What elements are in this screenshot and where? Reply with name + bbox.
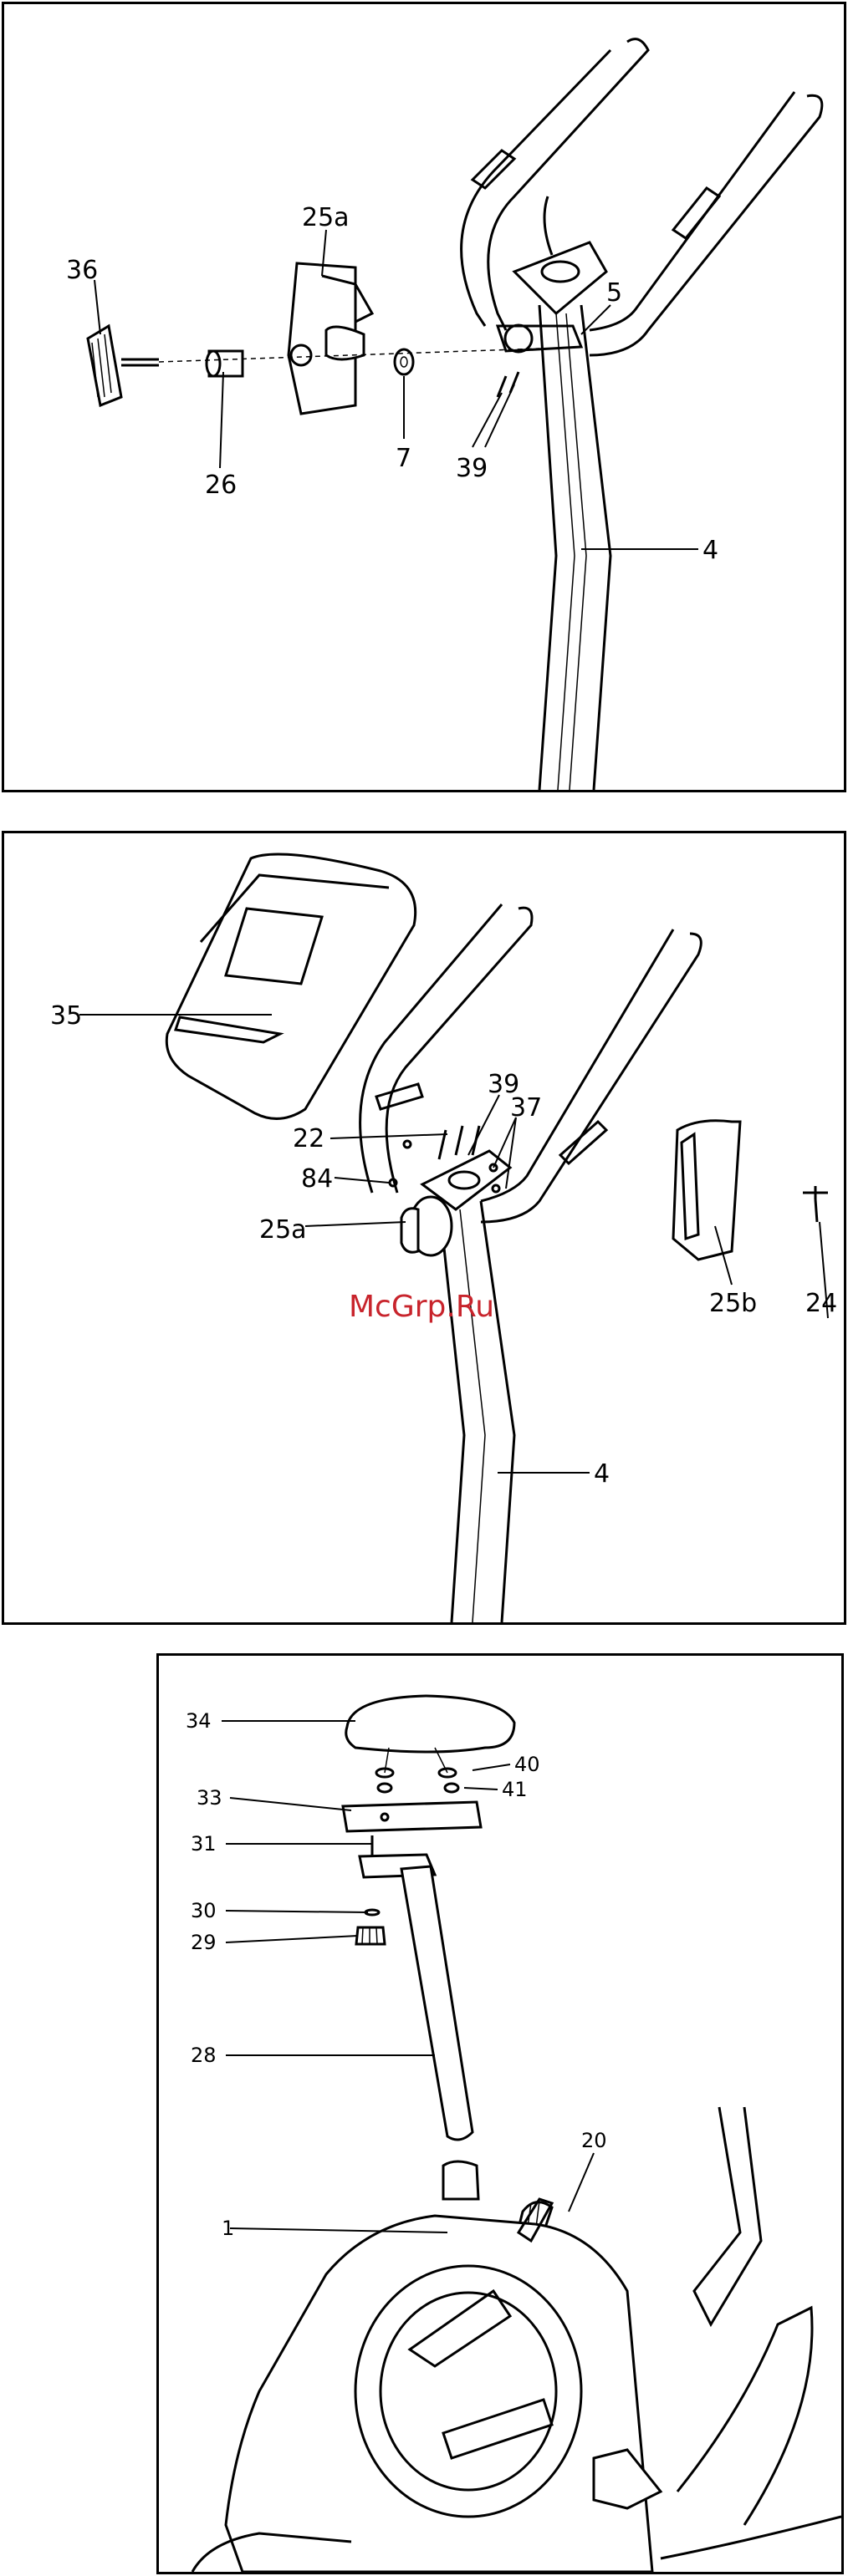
handlebar-left [386,908,532,1193]
label-5: 5 [606,278,622,308]
assembly-step-console: 35 39 37 22 84 25a 25b 24 4 McGrp.Ru [2,831,846,1625]
label-26: 26 [205,471,237,500]
handlebar-grip-right [673,188,719,238]
label-4: 4 [594,1459,610,1489]
label-7: 7 [396,444,411,473]
handlebar-knob-diagram: 36 25a 26 7 5 39 4 [4,4,844,790]
label-24: 24 [805,1289,837,1318]
handlebar-grip-left [473,150,514,188]
label-28: 28 [191,2044,217,2067]
label-20: 20 [581,2129,607,2152]
seat-assembly-diagram: 34 40 33 41 31 30 29 28 20 1 [159,1656,841,2572]
label-4: 4 [702,536,718,565]
label-22: 22 [293,1124,324,1153]
console-35 [166,854,415,1118]
label-39: 39 [456,454,488,483]
label-36: 36 [66,256,98,285]
mounting-bracket [514,242,606,313]
frame-upright [694,2107,761,2324]
label-31: 31 [191,1832,217,1856]
label-29: 29 [191,1931,217,1954]
label-35: 35 [50,1001,82,1031]
seat-34 [346,1696,514,1752]
label-34: 34 [186,1709,212,1733]
seat-slider-33 [343,1802,481,1831]
label-40: 40 [514,1753,540,1776]
label-33: 33 [197,1786,222,1810]
seat-post-28 [401,1866,473,2140]
assembly-step-handlebar-knob: 36 25a 26 7 5 39 4 [2,2,846,792]
label-37: 37 [510,1093,542,1123]
label-1: 1 [222,2217,234,2240]
label-84: 84 [301,1164,333,1194]
label-25b: 25b [709,1289,757,1318]
handlebar-right [590,95,822,355]
seat-tube-1 [443,2161,478,2199]
knob-29 [356,1927,385,1944]
label-25a: 25a [302,203,350,232]
console-assembly-diagram: 35 39 37 22 84 25a 25b 24 4 McGrp.Ru [4,833,844,1622]
main-column-left-edge [539,305,556,790]
pedal [594,2450,661,2508]
watermark-text: McGrp.Ru [349,1290,494,1324]
assembly-step-seat: 34 40 33 41 31 30 29 28 20 1 [156,1653,844,2574]
label-25a: 25a [259,1215,307,1245]
label-30: 30 [191,1899,217,1922]
label-41: 41 [502,1778,528,1801]
